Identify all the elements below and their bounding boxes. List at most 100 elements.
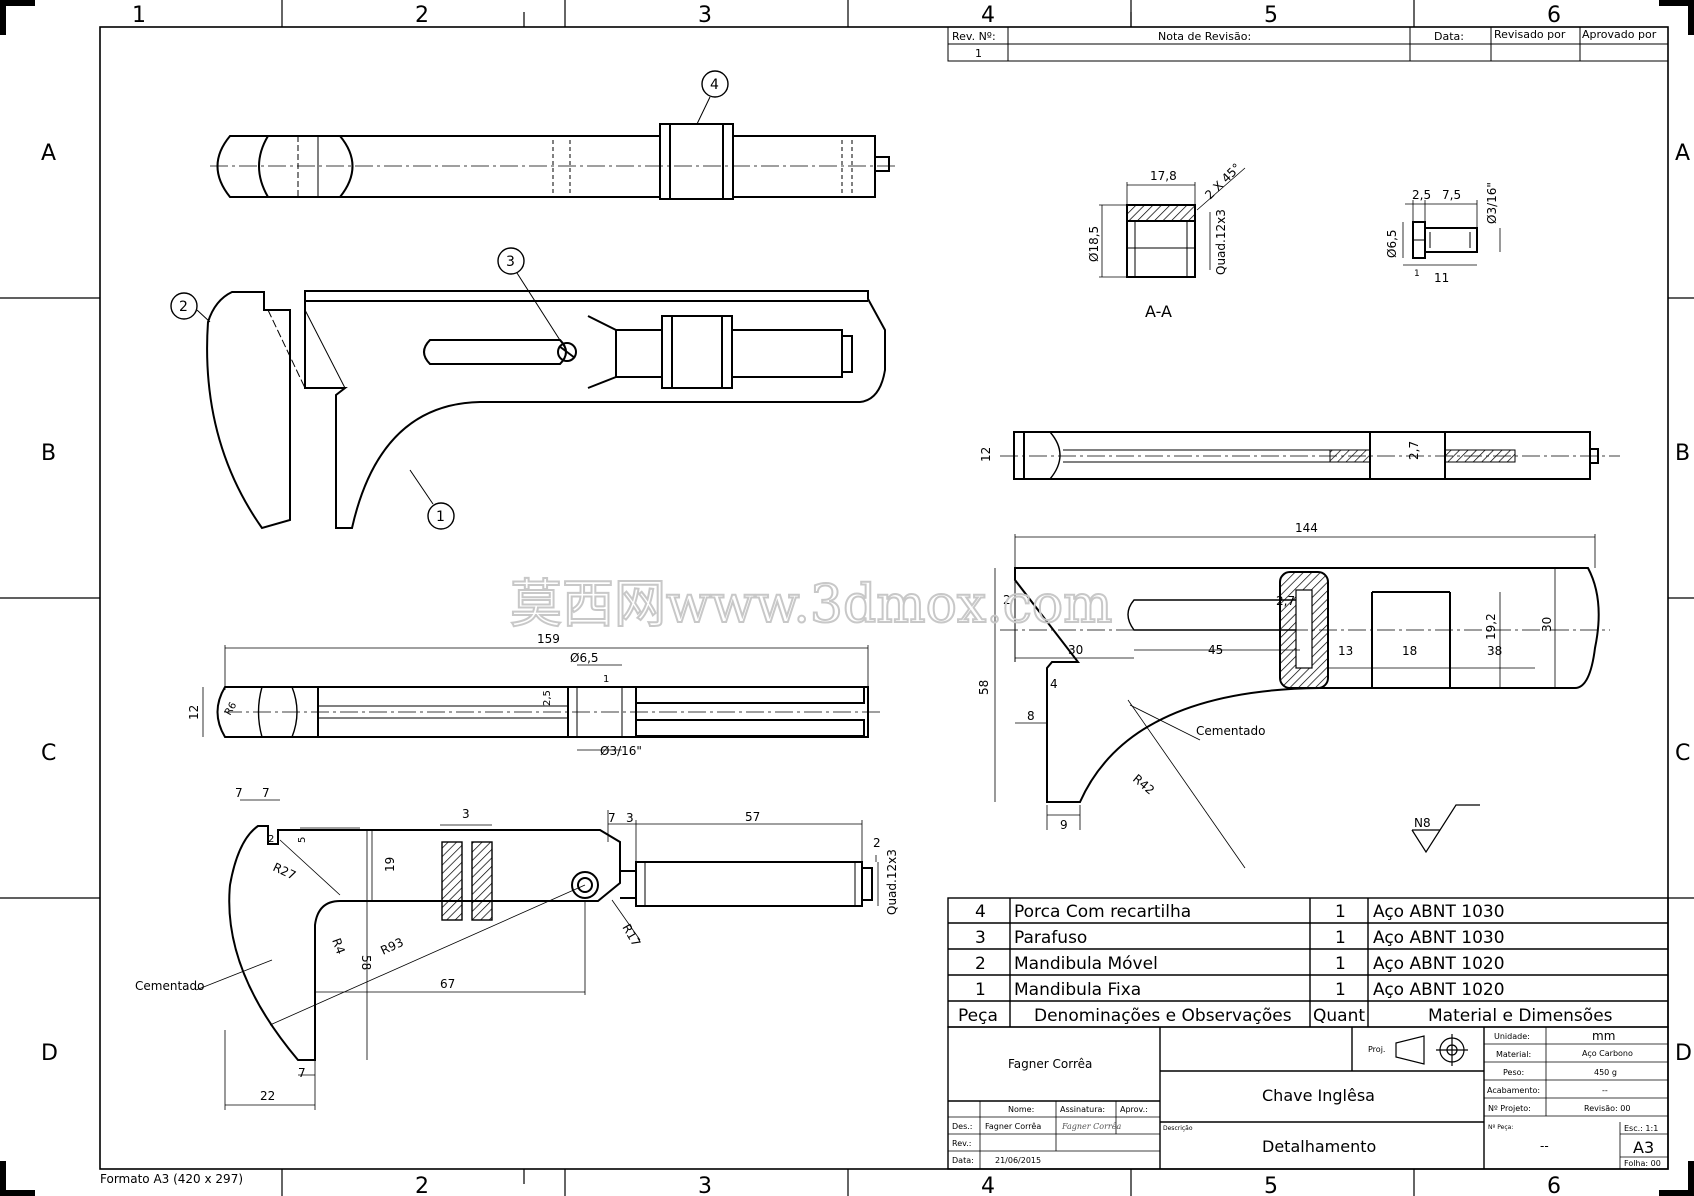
surface-finish-symbol bbox=[1411, 804, 1480, 854]
section-aa-dims bbox=[1099, 167, 1246, 278]
dim-22: 22 bbox=[260, 1089, 275, 1103]
rev-header-date: Data: bbox=[1434, 30, 1464, 43]
dim-1: 1 bbox=[1414, 269, 1420, 279]
dim-dia-3-16-b: Ø3/16" bbox=[600, 744, 642, 758]
screw-detail bbox=[1412, 221, 1478, 259]
balloon-3: 3 bbox=[497, 247, 566, 349]
dim-45: 45 bbox=[1208, 643, 1223, 657]
format-value: A3 bbox=[1633, 1138, 1654, 1157]
grid-col-3-bottom: 3 bbox=[698, 1174, 712, 1196]
fixed-jaw-front-view bbox=[1000, 567, 1610, 803]
title-block bbox=[947, 1026, 1669, 1170]
grid-col-6: 6 bbox=[1547, 3, 1561, 28]
dim-13: 13 bbox=[1338, 644, 1353, 658]
sheet-label: Folha: 00 bbox=[1624, 1159, 1661, 1168]
dim-3-b: 3 bbox=[626, 811, 634, 825]
dim-38: 38 bbox=[1487, 644, 1502, 658]
dim-7-a: 7 bbox=[235, 786, 243, 800]
weight-value: 450 g bbox=[1594, 1068, 1617, 1077]
rev-header-reviewed: Revisado por bbox=[1494, 28, 1566, 41]
parts-header-num: Peça bbox=[958, 1006, 998, 1026]
dim-30-vertical: 30 bbox=[1540, 617, 1554, 632]
dim-12-b: 12 bbox=[187, 705, 201, 720]
dim-5: 5 bbox=[297, 837, 308, 843]
designer-name: Fagner Corrêa bbox=[985, 1121, 1041, 1131]
dim-2-5-b: 2,5 bbox=[542, 690, 553, 706]
part-name-4: Porca Com recartilha bbox=[1014, 902, 1191, 922]
dim-7-b: 7 bbox=[262, 786, 270, 800]
part-num-3: 3 bbox=[975, 928, 986, 948]
desc-label: Descrição bbox=[1163, 1125, 1193, 1132]
part-qty-3: 1 bbox=[1335, 928, 1346, 948]
fixed-jaw-top-view bbox=[1000, 431, 1620, 480]
grid-col-2-bottom: 2 bbox=[415, 1174, 429, 1196]
dim-57: 57 bbox=[745, 810, 760, 824]
dim-2-5: 2,5 bbox=[1412, 188, 1431, 202]
dim-r42: R42 bbox=[1130, 772, 1157, 798]
proj-label: Proj. bbox=[1368, 1045, 1385, 1054]
screw-dims bbox=[1402, 200, 1501, 266]
company-name: Fagner Corrêa bbox=[1008, 1057, 1092, 1071]
rev-header-note: Nota de Revisão: bbox=[1158, 30, 1251, 43]
balloon-2: 2 bbox=[170, 292, 211, 323]
part-material-4: Aço ABNT 1030 bbox=[1373, 902, 1505, 922]
grid-row-c: C bbox=[41, 741, 56, 766]
svg-text:1: 1 bbox=[436, 509, 445, 525]
material-label: Material: bbox=[1496, 1050, 1531, 1059]
grid-row-b-right: B bbox=[1675, 441, 1690, 466]
grid-col-2: 2 bbox=[415, 3, 429, 28]
surface-finish-n8: N8 bbox=[1414, 816, 1431, 830]
label-cementado-1: Cementado bbox=[1196, 724, 1265, 738]
dim-144: 144 bbox=[1295, 521, 1318, 535]
drawing-date: 21/06/2015 bbox=[995, 1156, 1041, 1165]
scale-label: Esc.: 1:1 bbox=[1624, 1124, 1658, 1133]
dim-58-front: 58 bbox=[977, 680, 991, 695]
part-material-1: Aço ABNT 1020 bbox=[1373, 980, 1505, 1000]
dim-67: 67 bbox=[440, 977, 455, 991]
dim-dia-6-5-b: Ø6,5 bbox=[570, 651, 599, 665]
dim-r17: R17 bbox=[619, 922, 643, 949]
row-data: Data: bbox=[952, 1156, 974, 1165]
dim-r93: R93 bbox=[378, 935, 405, 958]
moving-jaw-top-dims bbox=[202, 645, 869, 751]
dim-7-d: 7 bbox=[608, 811, 616, 825]
dim-dia-18-5: Ø18,5 bbox=[1087, 226, 1101, 262]
dim-159: 159 bbox=[537, 632, 560, 646]
drawing-subtitle: Detalhamento bbox=[1262, 1137, 1376, 1156]
balloon-1: 1 bbox=[409, 469, 455, 530]
dim-quad-12x3-b: Quad.12x3 bbox=[885, 849, 899, 915]
dim-chamfer: 2 X 45° bbox=[1202, 161, 1244, 203]
dim-3-teeth: 3 bbox=[462, 807, 470, 821]
part-num-2: 2 bbox=[975, 954, 986, 974]
part-qty-4: 1 bbox=[1335, 902, 1346, 922]
rev-number: 1 bbox=[975, 47, 982, 60]
grid-labels: 1 2 3 4 5 6 2 3 4 5 6 A B C D A B C D bbox=[41, 3, 1692, 1196]
part-qty-1: 1 bbox=[1335, 980, 1346, 1000]
dim-12-top: 12 bbox=[979, 447, 993, 462]
part-material-2: Aço ABNT 1020 bbox=[1373, 954, 1505, 974]
rev-header-approved: Aprovado por bbox=[1582, 28, 1657, 41]
parts-header-qty: Quant bbox=[1313, 1006, 1365, 1026]
grid-col-5: 5 bbox=[1264, 3, 1278, 28]
part-qty-2: 1 bbox=[1335, 954, 1346, 974]
dim-r4: R4 bbox=[329, 936, 348, 956]
material-value: Aço Carbono bbox=[1582, 1049, 1633, 1058]
dim-r27: R27 bbox=[271, 860, 298, 883]
parts-header-material: Material e Dimensões bbox=[1428, 1006, 1613, 1026]
part-name-1: Mandibula Fixa bbox=[1014, 980, 1141, 1000]
svg-text:4: 4 bbox=[710, 77, 719, 93]
dim-17-8: 17,8 bbox=[1150, 169, 1177, 183]
view-assembly-front bbox=[206, 290, 886, 530]
dim-2-c: 2 bbox=[873, 836, 881, 850]
unit-value: mm bbox=[1592, 1029, 1615, 1043]
dim-2-moving: 2 bbox=[268, 834, 274, 845]
dim-r6: R6 bbox=[223, 700, 239, 717]
part-num-1: 1 bbox=[975, 980, 986, 1000]
part-material-3: Aço ABNT 1030 bbox=[1373, 928, 1505, 948]
grid-row-a-right: A bbox=[1675, 141, 1690, 166]
grid-row-c-right: C bbox=[1675, 741, 1690, 766]
dim-30-front: 30 bbox=[1068, 643, 1083, 657]
dim-quad-12x3: Quad.12x3 bbox=[1214, 209, 1228, 275]
